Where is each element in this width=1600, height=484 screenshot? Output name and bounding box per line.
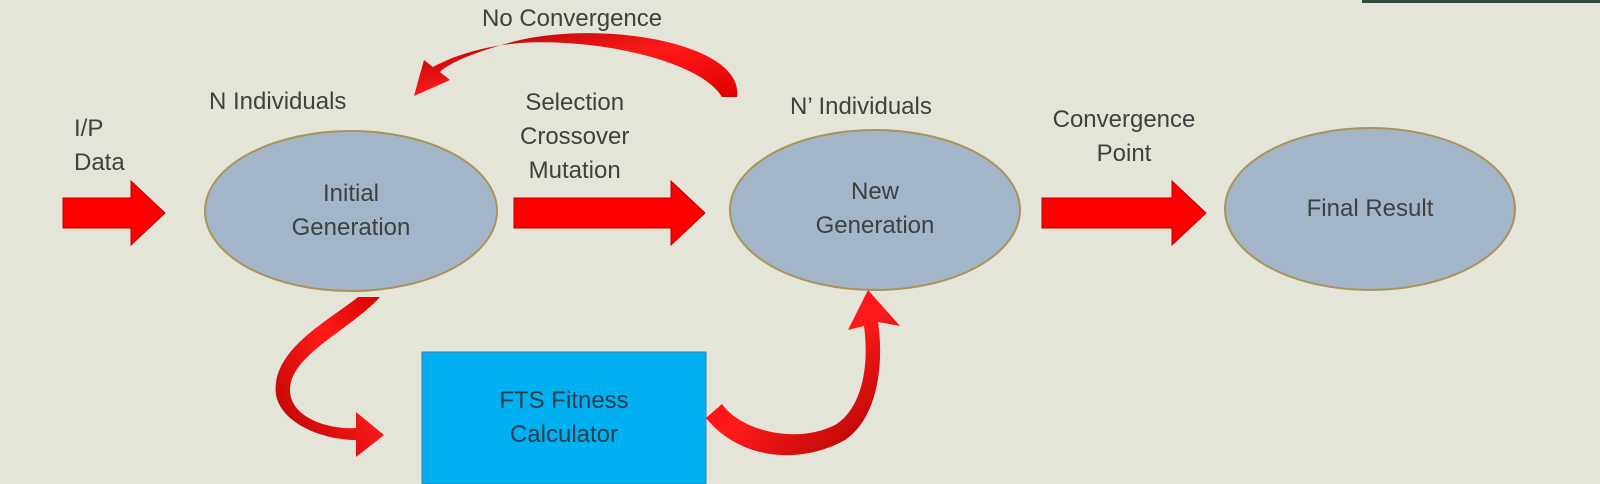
no-convergence-curved-arrow bbox=[414, 33, 738, 97]
fitness-calculator-text: FTS Fitness Calculator bbox=[422, 352, 706, 484]
top-accent-line bbox=[1362, 0, 1600, 3]
final-result-text: Final Result bbox=[1306, 195, 1434, 222]
new-generation-line2: Generation bbox=[815, 212, 935, 239]
new-generation-line1: New bbox=[850, 178, 899, 205]
convergence-arrow bbox=[1041, 179, 1207, 247]
operations-label: Selection Crossover Mutation bbox=[520, 86, 629, 188]
input-label-line1: I/P bbox=[74, 115, 104, 142]
input-label-line2: Data bbox=[74, 149, 125, 176]
n-prime-individuals-label: N’ Individuals bbox=[790, 93, 932, 120]
initial-generation-line1: Initial bbox=[322, 180, 380, 207]
final-result-node bbox=[1224, 127, 1516, 291]
ops-arrow bbox=[513, 179, 706, 247]
initial-generation-line2: Generation bbox=[291, 214, 411, 241]
initial-generation-text: Initial Generation bbox=[225, 160, 477, 262]
ops-selection-label: Selection bbox=[525, 89, 625, 116]
fitness-calculator-line2: Calculator bbox=[509, 421, 619, 448]
no-convergence-label: No Convergence bbox=[482, 5, 663, 32]
to-fitness-curved-arrow bbox=[275, 297, 384, 457]
convergence-label-line1: Convergence bbox=[1052, 106, 1196, 133]
initial-generation-node bbox=[204, 130, 498, 292]
convergence-point-label: Convergence Point bbox=[1044, 103, 1204, 171]
ops-mutation-label: Mutation bbox=[528, 157, 621, 184]
input-arrow bbox=[62, 179, 166, 247]
new-generation-node bbox=[729, 129, 1021, 291]
input-label: I/P Data bbox=[74, 112, 125, 180]
new-generation-text: New Generation bbox=[749, 158, 1001, 260]
ops-crossover-label: Crossover bbox=[520, 123, 630, 150]
fitness-calculator-box bbox=[421, 351, 707, 484]
from-fitness-curved-arrow bbox=[706, 290, 900, 456]
fitness-calculator-line1: FTS Fitness bbox=[499, 387, 629, 414]
n-individuals-label: N Individuals bbox=[209, 88, 347, 115]
convergence-label-line2: Point bbox=[1096, 140, 1152, 167]
